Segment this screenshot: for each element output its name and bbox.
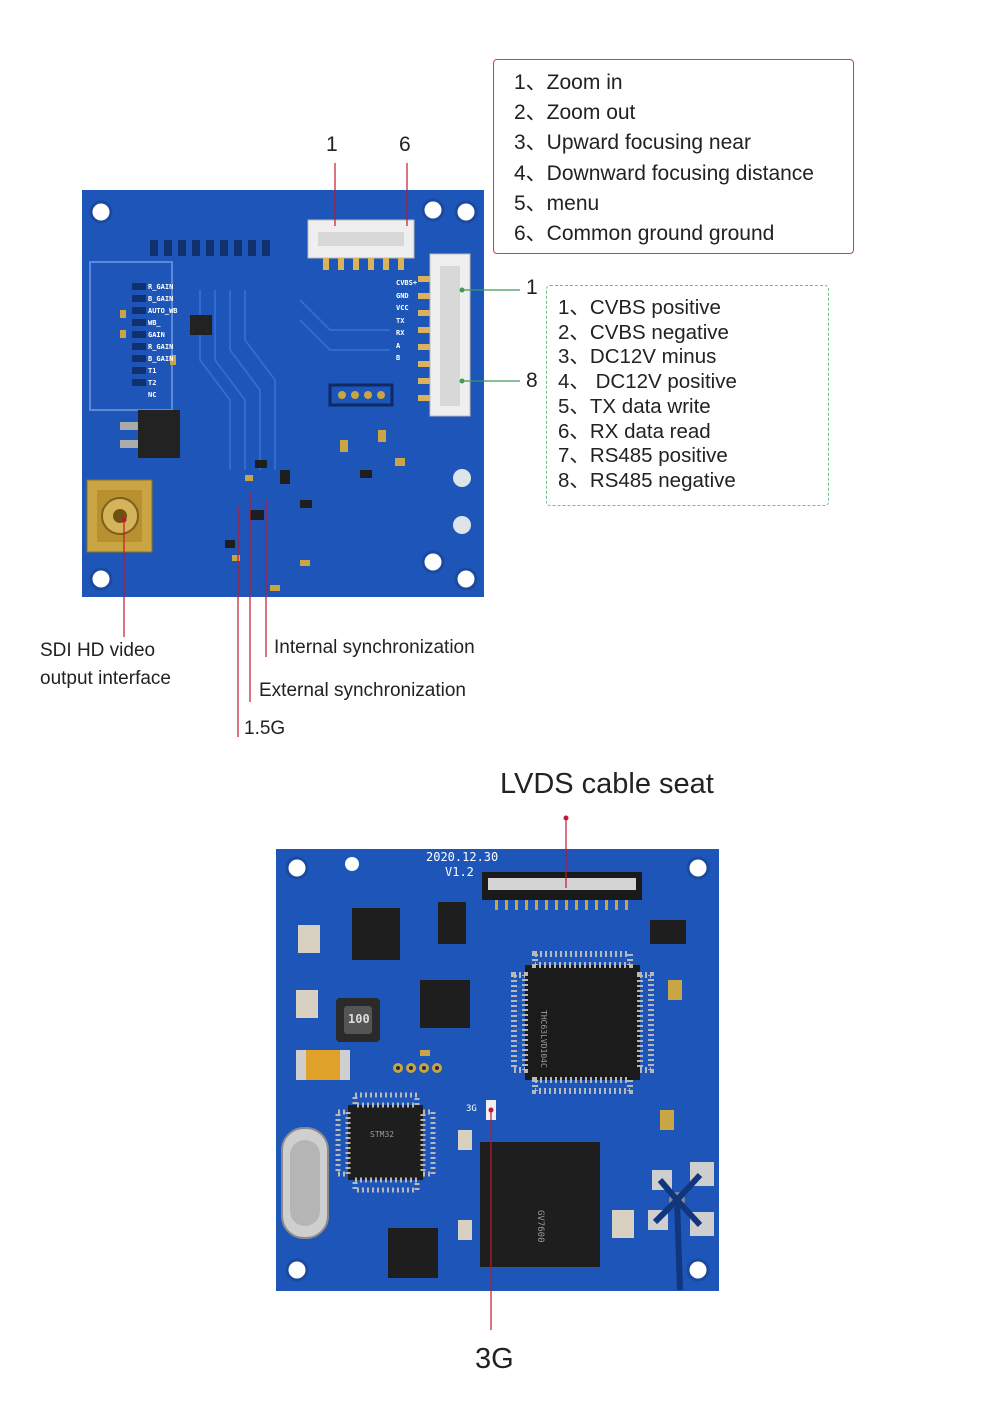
power-pin-4: 4、 DC12V positive [558, 370, 737, 394]
connector-pin-6-number: 6 [399, 133, 411, 156]
side-connector-pin-8-number: 8 [526, 369, 538, 392]
sdi-output-label-line2: output interface [40, 668, 171, 689]
lvds-cable-seat-label: LVDS cable seat [500, 768, 714, 800]
silk-vcc: VCC [396, 304, 409, 312]
board-date-silkscreen: 2020.12.30 [426, 850, 499, 864]
silk-b-gain-2: B_GAIN [148, 355, 174, 363]
control-pin-6: 6、Common ground ground [514, 222, 775, 246]
control-pin-2: 2、Zoom out [514, 101, 636, 125]
silk-wb: WB_ [148, 319, 161, 327]
external-sync-label: External synchronization [259, 680, 466, 701]
top-silkscreen: R_GAIN B_GAIN AUTO_WB WB_ GAIN R_GAIN B_… [148, 281, 196, 401]
control-pin-legend: 1、Zoom in 2、Zoom out 3、Upward focusing n… [493, 59, 854, 254]
silk-b: B [396, 354, 401, 362]
control-pin-3: 3、Upward focusing near [514, 131, 751, 155]
silk-t1: T1 [148, 367, 157, 375]
silk-r-gain: R_GAIN [148, 283, 174, 291]
sdi-output-label: SDI HD video output interface [40, 637, 171, 693]
silk-gnd: GND [396, 291, 409, 300]
silk-gain: GAIN [148, 331, 165, 339]
control-pin-5: 5、menu [514, 191, 600, 215]
sdi-chip-marking: GV7600 [535, 1210, 545, 1243]
side-connector-pin-1-number: 1 [526, 276, 538, 299]
power-pin-2: 2、CVBS negative [558, 320, 729, 344]
power-pin-6: 6、RX data read [558, 419, 711, 443]
power-pin-1: 1、CVBS positive [558, 296, 721, 319]
power-pin-3: 3、DC12V minus [558, 345, 717, 369]
silk-cvbs: CVBS+ [396, 279, 418, 287]
mcu-chip-marking: STM32 [370, 1130, 395, 1139]
power-pin-5: 5、TX data write [558, 394, 711, 418]
silk-auto-wb: AUTO_WB [148, 307, 178, 315]
top-pcb [82, 190, 484, 597]
bottom-leaders [490, 818, 567, 1330]
silk-b-gain: B_GAIN [148, 295, 174, 303]
internal-sync-label: Internal synchronization [274, 637, 475, 658]
board-version-silkscreen: V1.2 [445, 865, 474, 879]
sdi-output-label-line1: SDI HD video [40, 640, 156, 661]
power-pin-legend: 1、CVBS positive 2、CVBS negative 3、DC12V … [546, 285, 829, 506]
rate-1-5g-label: 1.5G [244, 718, 286, 739]
lvds-chip-marking: THC63LVD104C [539, 1010, 548, 1068]
bottom-pcb [276, 849, 719, 1291]
control-pin-4: 4、Downward focusing distance [514, 161, 814, 185]
power-pin-8: 8、RS485 negative [558, 468, 736, 492]
pad-3g-silkscreen: 3G [466, 1104, 477, 1114]
power-pin-7: 7、RS485 positive [558, 444, 728, 468]
side-silkscreen: CVBS+ GND VCC TX RX A B [396, 277, 426, 365]
silk-nc: NC [148, 391, 157, 399]
inductor-marking: 100 [348, 1012, 370, 1026]
silk-a: A [396, 341, 401, 350]
control-pin-1: 1、Zoom in [514, 71, 623, 94]
silk-r-gain-2: R_GAIN [148, 343, 174, 351]
connector-pin-1-number: 1 [326, 133, 338, 156]
silk-t2: T2 [148, 379, 157, 387]
rate-3g-label: 3G [475, 1343, 514, 1375]
silk-tx: TX [396, 316, 405, 325]
silk-rx: RX [396, 329, 405, 337]
top-leaders [123, 163, 520, 737]
